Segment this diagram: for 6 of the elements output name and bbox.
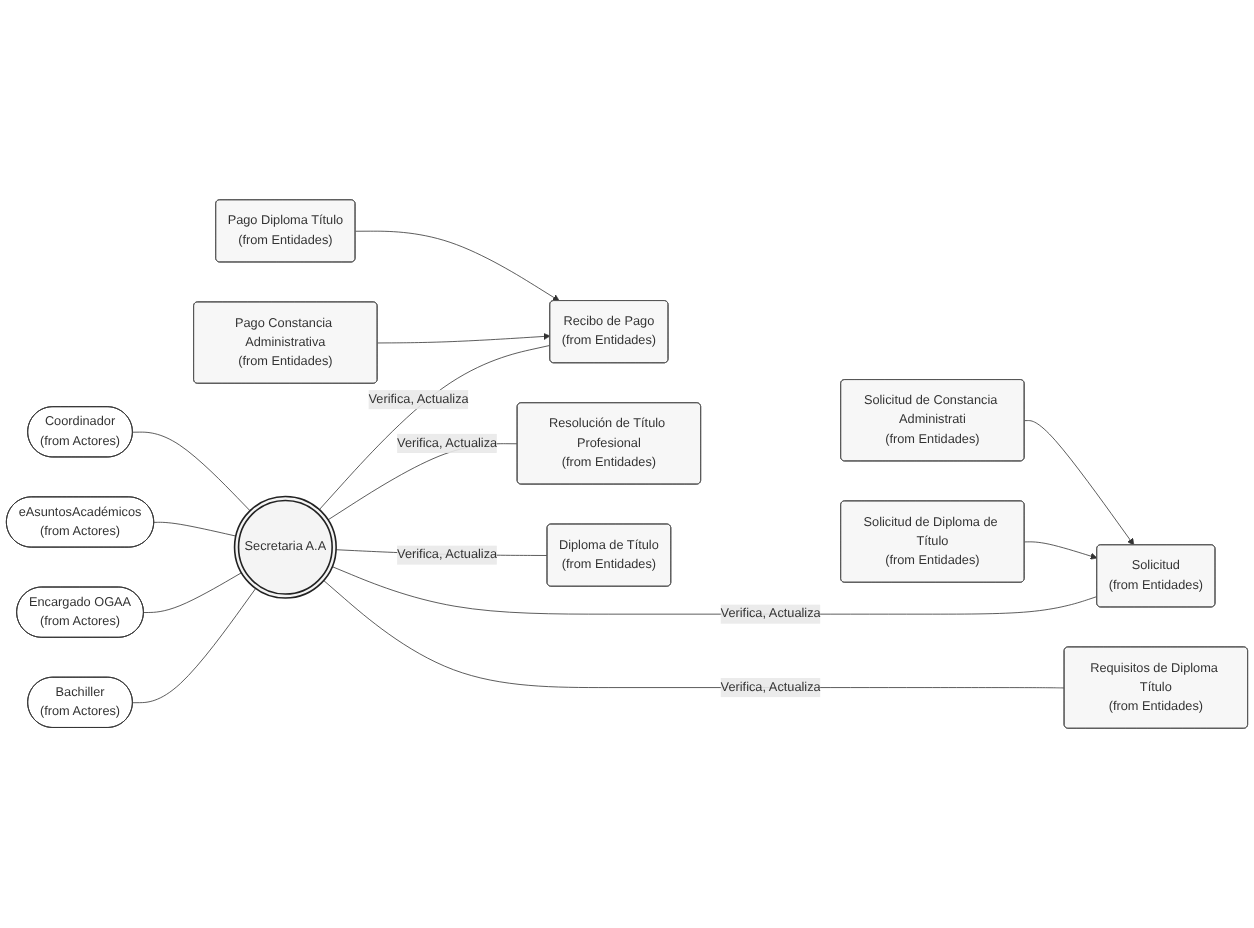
connector — [143, 572, 242, 613]
connector — [132, 431, 251, 512]
connector — [132, 588, 257, 704]
connector — [319, 345, 551, 510]
connector — [323, 580, 1065, 689]
connector — [153, 521, 237, 537]
